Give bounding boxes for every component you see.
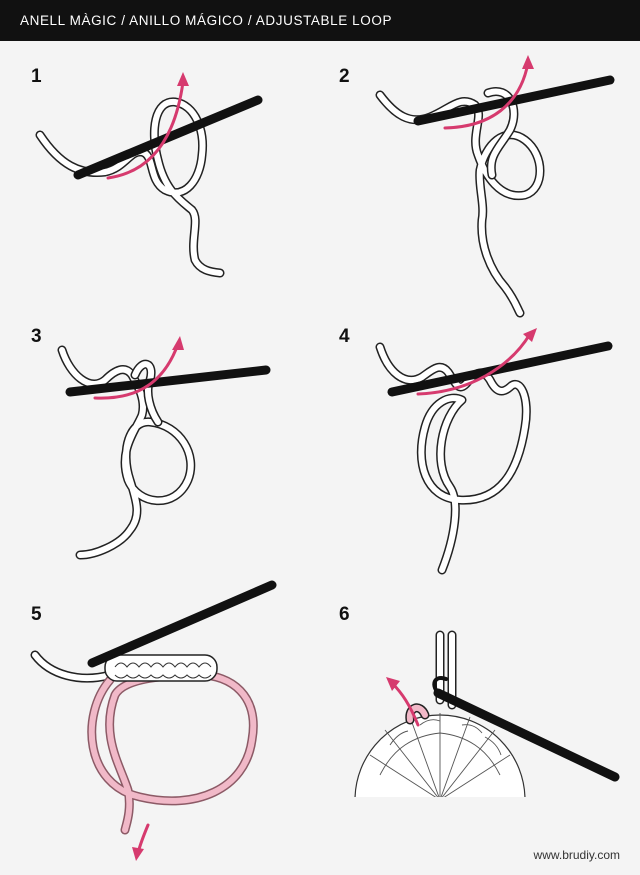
page-title: ANELL MÀGIC / ANILLO MÁGICO / ADJUSTABLE… [20, 13, 393, 28]
step-2-illustration [375, 55, 615, 318]
step-number-4: 4 [339, 326, 350, 347]
step-number-6: 6 [339, 604, 350, 625]
yarn-loop-icon [375, 342, 531, 575]
direction-arrow-icon [132, 823, 150, 861]
crochet-hook-icon [65, 365, 271, 397]
step-6-illustration [354, 630, 620, 797]
step-1-illustration [35, 72, 263, 278]
crochet-hook-icon [387, 341, 613, 397]
step-5-illustration [30, 580, 277, 861]
step-number-2: 2 [339, 66, 350, 87]
step-number-1: 1 [31, 66, 42, 87]
step-4-illustration [375, 328, 613, 575]
step-number-3: 3 [31, 326, 42, 347]
site-credit: www.brudiy.com [533, 848, 620, 862]
crochet-round-icon [354, 713, 526, 797]
yarn-loop-icon [30, 650, 258, 835]
yarn-loop-icon [35, 97, 225, 278]
step-number-5: 5 [31, 604, 42, 625]
direction-arrow-icon [106, 72, 189, 180]
direction-arrow-icon [443, 55, 534, 130]
crochet-hook-icon [73, 95, 263, 180]
yarn-loop-icon [375, 87, 545, 318]
crochet-hook-icon [87, 580, 277, 668]
direction-arrow-icon [416, 328, 537, 396]
header-bar: ANELL MÀGIC / ANILLO MÁGICO / ADJUSTABLE… [0, 0, 640, 41]
direction-arrow-icon [386, 677, 420, 727]
crochet-hook-icon [413, 75, 615, 126]
crochet-hook-icon [433, 688, 620, 782]
step-3-illustration [57, 336, 271, 560]
direction-arrow-icon [93, 336, 184, 400]
